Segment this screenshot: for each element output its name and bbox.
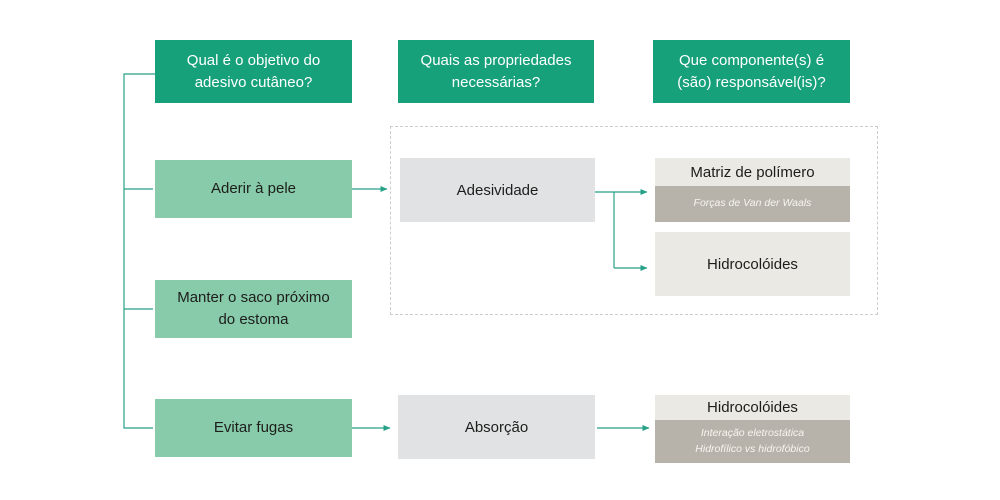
objective-aderir-a-pele: Aderir à pele xyxy=(155,160,352,218)
component-mechanism: Forças de Van der Waals xyxy=(655,186,850,222)
objective-evitar-fugas: Evitar fugas xyxy=(155,399,352,457)
component-hidrocoloides-adesividade: Hidrocolóides xyxy=(655,232,850,296)
component-hidrocoloides-absorcao: Hidrocolóides Interação eletrostática Hi… xyxy=(655,395,850,463)
component-mechanism: Interação eletrostática Hidrofílico vs h… xyxy=(655,420,850,463)
adhesion-group-outline xyxy=(390,126,878,315)
property-adesividade: Adesividade xyxy=(400,158,595,222)
mechanism-line: Hidrofílico vs hidrofóbico xyxy=(695,442,810,455)
mechanism-line: Interação eletrostática xyxy=(700,427,805,440)
component-label: Matriz de polímero xyxy=(690,163,815,181)
header-components: Que componente(s) é (são) responsável(is… xyxy=(653,40,850,103)
component-matriz-de-polimero: Matriz de polímero Forças de Van der Waa… xyxy=(655,158,850,222)
component-label: Hidrocolóides xyxy=(707,255,798,273)
header-properties: Quais as propriedades necessárias? xyxy=(398,40,594,103)
header-objective: Qual é o objetivo do adesivo cutâneo? xyxy=(155,40,352,103)
objective-manter-saco: Manter o saco próximo do estoma xyxy=(155,280,352,338)
component-label: Hidrocolóides xyxy=(707,399,798,416)
trunk-line xyxy=(123,73,155,429)
mechanism-line: Forças de Van der Waals xyxy=(693,197,812,210)
split-line xyxy=(595,191,615,268)
property-absorcao: Absorção xyxy=(398,395,595,459)
